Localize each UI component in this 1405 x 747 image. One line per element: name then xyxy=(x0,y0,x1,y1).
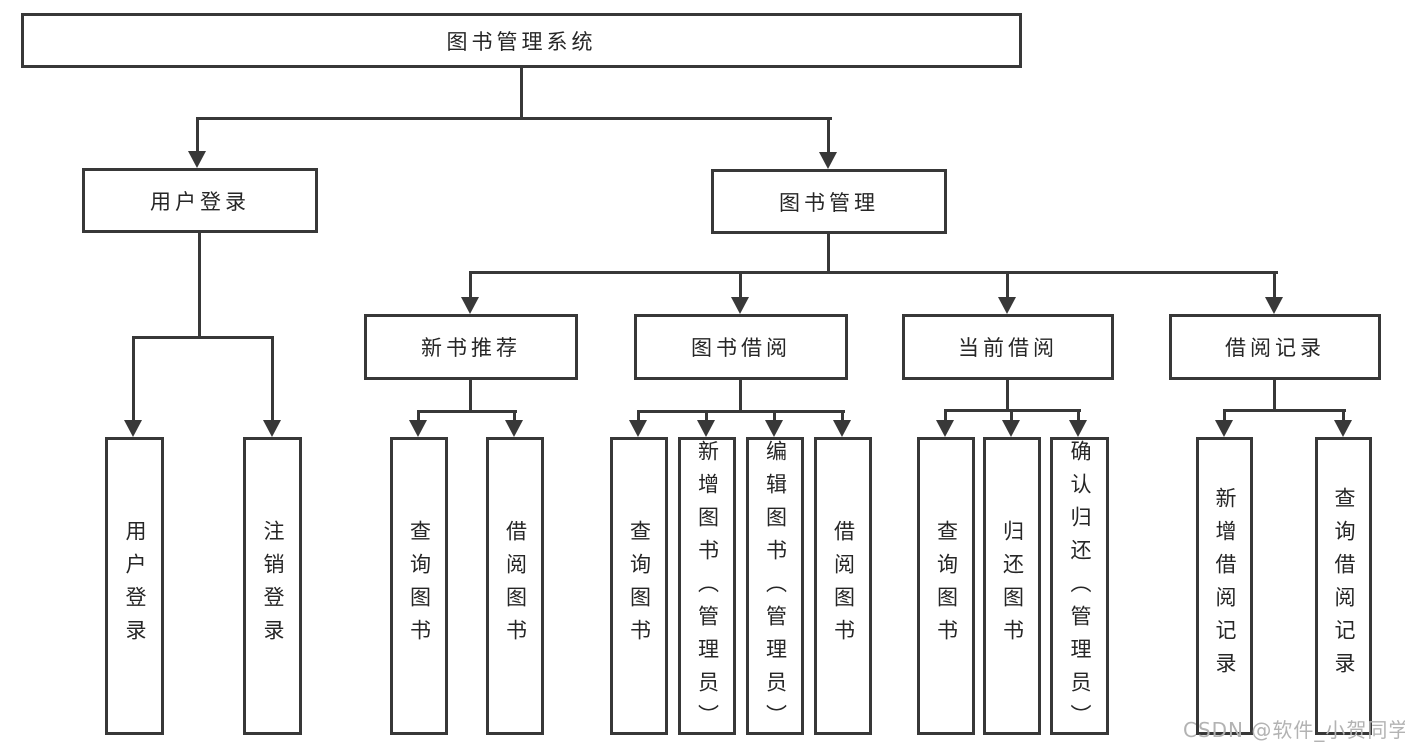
connector-line xyxy=(705,410,708,421)
csdn-watermark: CSDN @软件_小贺同学 xyxy=(1183,718,1405,742)
connector-line xyxy=(1342,409,1345,421)
connector-line xyxy=(513,410,516,421)
connector-line xyxy=(637,410,845,413)
leaf-add-books-admin: 新增图书（管理员） xyxy=(678,437,736,737)
node-current-borrow: 当前借阅 xyxy=(902,314,1114,380)
leaf-borrow-books-recommend: 借阅图书 xyxy=(486,437,544,735)
arrow-down-icon xyxy=(188,151,206,168)
arrow-down-icon xyxy=(765,420,783,437)
connector-line xyxy=(1223,409,1226,421)
connector-line xyxy=(1223,409,1346,412)
arrow-down-icon xyxy=(505,420,523,437)
arrow-down-icon xyxy=(629,420,647,437)
arrow-down-icon xyxy=(461,297,479,314)
connector-line xyxy=(271,336,274,421)
arrow-down-icon xyxy=(1334,420,1352,437)
arrow-down-icon xyxy=(1265,297,1283,314)
leaf-confirm-return-admin: 确认归还（管理员） xyxy=(1050,437,1109,737)
connector-line xyxy=(739,271,742,298)
connector-line xyxy=(520,68,523,118)
leaf-user-login: 用户登录 xyxy=(105,437,164,735)
leaf-return-books: 归还图书 xyxy=(983,437,1041,735)
connector-line xyxy=(196,117,832,120)
connector-line xyxy=(773,410,776,421)
leaf-query-books-recommend: 查询图书 xyxy=(390,437,448,735)
arrow-down-icon xyxy=(1215,420,1233,437)
arrow-down-icon xyxy=(1002,420,1020,437)
connector-line xyxy=(132,336,135,421)
connector-line xyxy=(739,380,742,411)
node-user-login: 用户登录 xyxy=(82,168,318,233)
node-new-book-recommend: 新书推荐 xyxy=(364,314,578,380)
connector-line xyxy=(637,410,640,421)
connector-line xyxy=(469,271,472,298)
arrow-down-icon xyxy=(998,297,1016,314)
leaf-query-books-borrow: 查询图书 xyxy=(610,437,668,735)
node-book-borrow: 图书借阅 xyxy=(634,314,848,380)
arrow-down-icon xyxy=(936,420,954,437)
connector-line xyxy=(417,410,420,421)
connector-line xyxy=(132,336,274,339)
connector-line xyxy=(944,409,947,421)
connector-line xyxy=(469,380,472,411)
node-borrow-records: 借阅记录 xyxy=(1169,314,1381,380)
connector-line xyxy=(841,410,844,421)
connector-line xyxy=(827,117,830,153)
leaf-add-borrow-record: 新增借阅记录 xyxy=(1196,437,1253,735)
connector-line xyxy=(1010,409,1013,421)
connector-line xyxy=(1273,380,1276,410)
leaf-edit-books-admin: 编辑图书（管理员） xyxy=(746,437,804,737)
connector-line xyxy=(1006,380,1009,410)
connector-line xyxy=(1077,409,1080,421)
connector-line xyxy=(196,117,199,153)
arrow-down-icon xyxy=(409,420,427,437)
leaf-query-books-current: 查询图书 xyxy=(917,437,975,735)
arrow-down-icon xyxy=(697,420,715,437)
arrow-down-icon xyxy=(731,297,749,314)
node-root: 图书管理系统 xyxy=(21,13,1022,68)
leaf-logout: 注销登录 xyxy=(243,437,302,735)
arrow-down-icon xyxy=(833,420,851,437)
connector-line xyxy=(469,271,1278,274)
leaf-query-borrow-record: 查询借阅记录 xyxy=(1315,437,1372,735)
arrow-down-icon xyxy=(819,152,837,169)
arrow-down-icon xyxy=(124,420,142,437)
connector-line xyxy=(1273,271,1276,298)
arrow-down-icon xyxy=(263,420,281,437)
connector-line xyxy=(417,410,517,413)
leaf-borrow-books: 借阅图书 xyxy=(814,437,872,735)
node-book-management: 图书管理 xyxy=(711,169,947,234)
connector-line xyxy=(198,233,201,337)
connector-line xyxy=(827,234,830,272)
arrow-down-icon xyxy=(1069,420,1087,437)
connector-line xyxy=(1006,271,1009,298)
